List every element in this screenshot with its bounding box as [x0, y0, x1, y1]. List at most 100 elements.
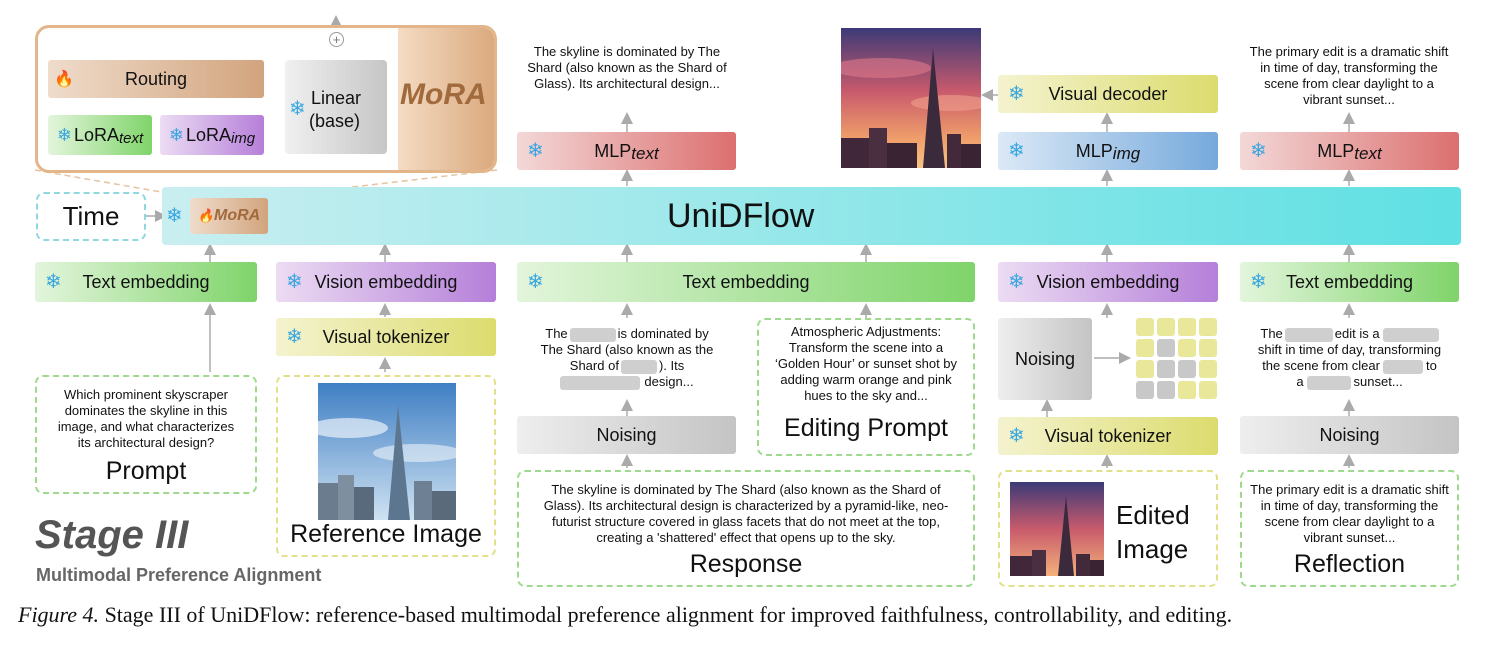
snowflake-icon: ❄ — [1008, 272, 1025, 292]
masked-token — [1383, 360, 1423, 374]
routing-block: 🔥 Routing — [48, 60, 264, 98]
mora-tag-label: MoRA — [214, 207, 260, 225]
text-embedding-block-1: ❄ Text embedding — [35, 262, 257, 302]
snowflake-icon: ❄ — [286, 272, 303, 292]
text-embedding-label-3: Text embedding — [1286, 272, 1413, 293]
noised-line: The Shard (also known as the — [520, 342, 734, 358]
mora-title: MoRA — [400, 78, 487, 112]
mlp-img-sub: img — [1113, 144, 1140, 164]
prompt-caption: Prompt — [37, 457, 255, 486]
visual-tokenizer-block-1: ❄ Visual tokenizer — [276, 318, 496, 356]
generated-image — [841, 28, 981, 168]
mora-tag: 🔥MoRA — [190, 198, 268, 234]
noised-word: The — [545, 326, 567, 341]
snowflake-icon: ❄ — [286, 327, 303, 347]
reflection-caption: Reflection — [1242, 550, 1457, 579]
mlp-text-label-2: MLP — [1317, 141, 1354, 162]
prompt-box: Which prominent skyscraper dominates the… — [35, 375, 257, 494]
snowflake-icon: ❄ — [1250, 272, 1267, 292]
snowflake-icon: ❄ — [1008, 141, 1025, 161]
reflection-box: The primary edit is a dramatic shift in … — [1240, 470, 1459, 587]
routing-label: Routing — [125, 69, 187, 90]
response-text: The skyline is dominated by The Shard (a… — [533, 482, 959, 546]
mlp-text-block-2: ❄ MLPtext — [1240, 132, 1459, 170]
editing-prompt-caption: Editing Prompt — [759, 414, 973, 443]
masked-token — [1307, 376, 1351, 390]
noised-word: design... — [644, 374, 693, 389]
snowflake-icon: ❄ — [57, 125, 72, 146]
visual-tokenizer-block-2: ❄ Visual tokenizer — [998, 417, 1218, 455]
noised-word: The — [1260, 326, 1282, 341]
masked-token — [560, 376, 640, 390]
noising-label-1: Noising — [596, 425, 656, 446]
reference-image-caption: Reference Image — [278, 520, 494, 549]
editing-prompt-text: Atmospheric Adjustments: Transform the s… — [767, 324, 965, 404]
noised-word: sunset... — [1354, 374, 1403, 389]
noised-word: ). Its — [659, 358, 684, 373]
response-caption: Response — [519, 550, 973, 579]
linear-base-block: ❄ Linear (base) — [285, 60, 387, 154]
masked-token — [1285, 328, 1333, 342]
response-box: The skyline is dominated by The Shard (a… — [517, 470, 975, 587]
mlp-text-label-1: MLP — [594, 141, 631, 162]
flame-icon: 🔥 — [198, 208, 214, 224]
linear-label: Linear — [311, 88, 361, 109]
vision-embedding-label-2: Vision embedding — [1037, 272, 1180, 293]
mlp-text-sub-2: text — [1354, 144, 1381, 164]
visual-tokenizer-label-2: Visual tokenizer — [1045, 426, 1172, 447]
unidflow-title: UniDFlow — [667, 197, 814, 236]
stage-title: Stage III — [35, 513, 188, 558]
noising-block-2: Noising — [998, 318, 1092, 400]
time-label: Time — [63, 201, 120, 232]
flame-icon: 🔥 — [54, 69, 74, 89]
noised-line: shift in time of day, transforming — [1240, 342, 1459, 358]
vision-embedding-label-1: Vision embedding — [315, 272, 458, 293]
text-embedding-block-2: ❄ Text embedding — [517, 262, 975, 302]
snowflake-icon: ❄ — [1008, 426, 1025, 446]
noised-token-grid — [1136, 318, 1220, 400]
reflection-text: The primary edit is a dramatic shift in … — [1250, 482, 1449, 546]
masked-token — [570, 328, 616, 342]
snowflake-icon: ❄ — [166, 206, 183, 226]
visual-tokenizer-label-1: Visual tokenizer — [323, 327, 450, 348]
vision-embedding-block-1: ❄ Vision embedding — [276, 262, 496, 302]
lora-text-sub: text — [119, 130, 143, 147]
reference-image — [318, 383, 456, 520]
snowflake-icon: ❄ — [169, 125, 184, 146]
edited-image — [1010, 482, 1104, 576]
figure-label: Figure 4. — [18, 602, 99, 627]
mlp-img-label: MLP — [1076, 141, 1113, 162]
time-box: Time — [36, 192, 146, 241]
masked-token — [1383, 328, 1439, 342]
lora-img-label: LoRA — [186, 125, 231, 146]
noised-word: Shard of — [570, 358, 619, 373]
noised-word: edit is a — [1335, 326, 1380, 341]
snowflake-icon: ❄ — [45, 272, 62, 292]
text-embedding-label-2: Text embedding — [682, 272, 809, 293]
vision-embedding-block-2: ❄ Vision embedding — [998, 262, 1218, 302]
edited-image-label-1: Edited — [1116, 500, 1190, 531]
edited-image-box: Edited Image — [998, 470, 1218, 587]
text-output-2: The primary edit is a dramatic shift in … — [1244, 44, 1454, 108]
masked-token — [621, 360, 657, 374]
unidflow-backbone: ❄ 🔥MoRA UniDFlow — [162, 187, 1461, 245]
text-embedding-label-1: Text embedding — [82, 272, 209, 293]
lora-img-sub: img — [231, 130, 255, 147]
visual-decoder-block: ❄ Visual decoder — [998, 75, 1218, 113]
mlp-text-sub-1: text — [631, 144, 658, 164]
prompt-text: Which prominent skyscraper dominates the… — [51, 387, 241, 451]
edited-image-label-2: Image — [1116, 534, 1188, 565]
editing-prompt-box: Atmospheric Adjustments: Transform the s… — [757, 318, 975, 456]
noising-block-3: Noising — [1240, 416, 1459, 454]
snowflake-icon: ❄ — [527, 141, 544, 161]
noised-response-text: The is dominated by The Shard (also known… — [520, 326, 734, 390]
figure-caption: Figure 4. Stage III of UniDFlow: referen… — [18, 602, 1478, 628]
snowflake-icon: ❄ — [1008, 84, 1025, 104]
noising-label-2: Noising — [1015, 349, 1075, 370]
noised-word: a — [1296, 374, 1303, 389]
text-embedding-block-3: ❄ Text embedding — [1240, 262, 1459, 302]
noised-word: is dominated by — [618, 326, 709, 341]
